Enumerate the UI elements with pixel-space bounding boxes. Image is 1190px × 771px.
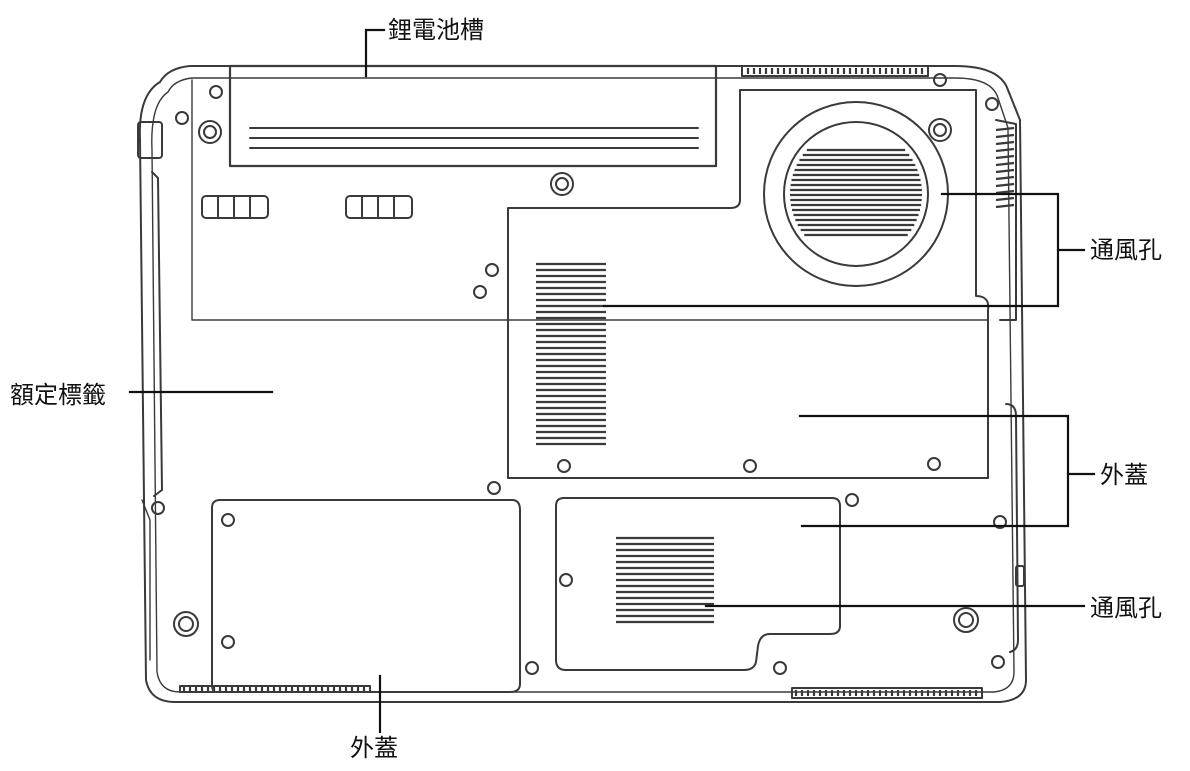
right-side-vent-rail xyxy=(995,119,1017,321)
screw xyxy=(473,285,487,299)
screw xyxy=(773,661,787,675)
side-slot xyxy=(995,161,1015,167)
left-rail xyxy=(151,171,163,497)
screw xyxy=(485,263,499,277)
top-edge-vent xyxy=(741,65,929,77)
leader-cover-right-bracket xyxy=(798,414,1070,528)
edge-vent-slots xyxy=(182,68,978,696)
side-slot xyxy=(995,189,1015,195)
screws xyxy=(151,73,1007,675)
cover-right-label: 外蓋 xyxy=(1100,461,1148,489)
screw xyxy=(933,73,947,87)
screw xyxy=(173,611,199,637)
side-slot xyxy=(995,133,1015,139)
side-slot xyxy=(995,140,1015,146)
leader-battery xyxy=(364,28,386,78)
side-slot xyxy=(995,203,1015,209)
screw-head xyxy=(203,125,217,139)
battery-region-border xyxy=(191,79,989,321)
side-slot xyxy=(995,175,1015,181)
screw-head xyxy=(958,612,974,628)
fan-grille xyxy=(790,148,922,237)
side-slot xyxy=(995,154,1015,160)
rating-label-label: 額定標籤 xyxy=(10,381,106,409)
screw xyxy=(845,493,859,507)
fan-ring-inner xyxy=(783,121,929,267)
left-side-port xyxy=(137,121,163,159)
battery-slot xyxy=(228,64,718,168)
bottom-left-strip xyxy=(179,685,371,693)
screw-head xyxy=(555,177,569,191)
right-bottom-port xyxy=(1015,565,1025,587)
battery-slot-label: 鋰電池槽 xyxy=(388,16,484,44)
screw xyxy=(151,501,165,515)
bottom-edge-vent xyxy=(791,687,983,699)
chassis-inner-outline xyxy=(151,77,1015,693)
main-vent-grille xyxy=(536,262,606,446)
screw xyxy=(927,457,941,471)
screw xyxy=(221,635,235,649)
side-slot xyxy=(995,182,1015,188)
screw xyxy=(743,459,757,473)
screw xyxy=(928,118,952,142)
screw xyxy=(953,607,979,633)
screw xyxy=(559,573,573,587)
screw-head xyxy=(933,123,947,137)
screw xyxy=(993,515,1007,529)
screw xyxy=(550,172,574,196)
right-side-slots xyxy=(995,126,1015,209)
screw xyxy=(557,459,571,473)
screw xyxy=(985,97,999,111)
screw xyxy=(991,655,1005,669)
vent-top-label: 通風孔 xyxy=(1090,236,1162,264)
side-slot xyxy=(995,126,1015,132)
screw xyxy=(175,111,189,125)
screw xyxy=(198,120,222,144)
side-slot xyxy=(995,168,1015,174)
vent-grilles xyxy=(182,68,1015,696)
screw xyxy=(209,85,223,99)
screw xyxy=(221,513,235,527)
cover-bottom-label: 外蓋 xyxy=(350,734,398,762)
leader-lines xyxy=(128,28,1096,734)
lower-left-cover xyxy=(211,499,521,693)
lower-middle-cover xyxy=(555,497,841,671)
lower-vent-grille xyxy=(616,536,714,624)
vent-bottom-label: 通風孔 xyxy=(1090,594,1162,622)
side-slot xyxy=(995,196,1015,202)
screw xyxy=(525,661,539,675)
screw-head xyxy=(178,616,194,632)
side-slot xyxy=(995,147,1015,153)
screw xyxy=(487,481,501,495)
right-rail-lower xyxy=(1005,403,1019,653)
chassis-outline xyxy=(138,65,1027,703)
left-bottom-notches xyxy=(141,499,151,661)
